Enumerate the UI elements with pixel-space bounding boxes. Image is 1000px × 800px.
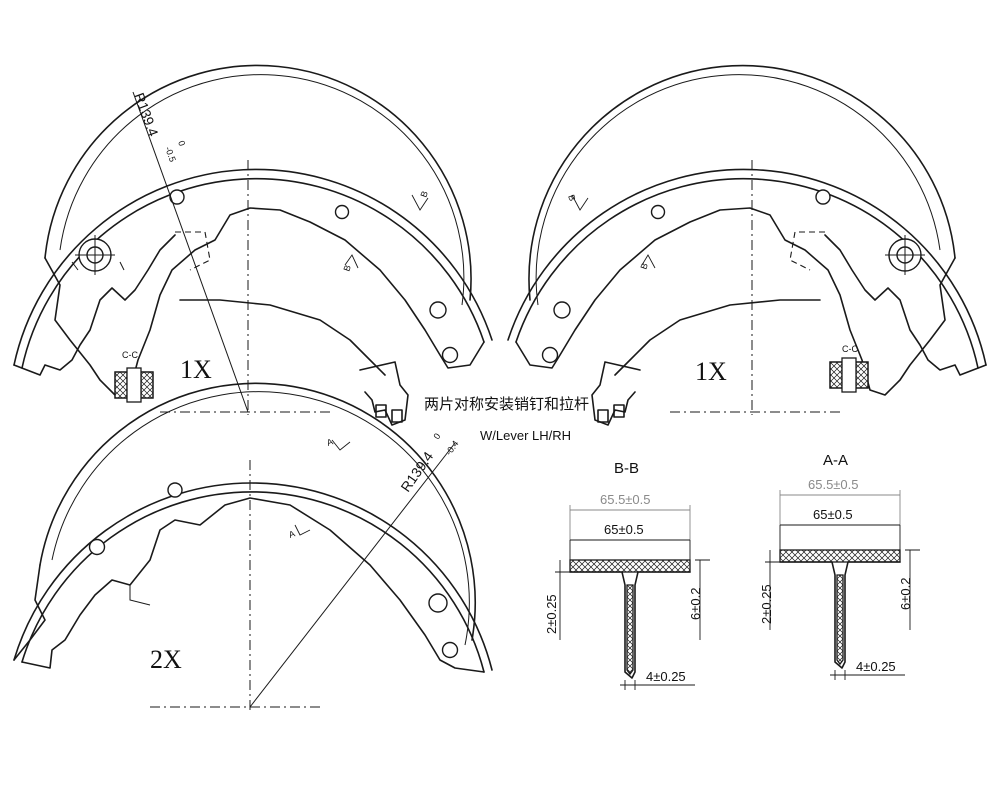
chinese-note: 两片对称安装销钉和拉杆 bbox=[424, 396, 589, 413]
bb-width-outer: 65.5±0.5 bbox=[600, 492, 651, 507]
radius-label-top-left: R139.4 bbox=[131, 91, 162, 139]
section-aa-title: A-A bbox=[823, 452, 848, 469]
qty-label-top-left: 1X bbox=[180, 355, 212, 384]
bb-web-thickness: 4±0.25 bbox=[646, 669, 686, 684]
aa-web-thickness: 4±0.25 bbox=[856, 659, 896, 674]
radius-tol-lower-bottom-left: -0.4 bbox=[443, 439, 460, 457]
section-aa bbox=[765, 490, 920, 680]
radius-tol-upper-bottom-left: 0 bbox=[431, 431, 442, 441]
shoe-bottom-left bbox=[13, 382, 493, 710]
bb-width-inner: 65±0.5 bbox=[604, 522, 644, 537]
lever-note: W/Lever LH/RH bbox=[480, 428, 571, 443]
section-bb bbox=[555, 505, 710, 690]
bb-lining-thickness: 6±0.2 bbox=[688, 588, 703, 620]
section-cc-label-right: C-C bbox=[842, 344, 858, 354]
aa-width-inner: 65±0.5 bbox=[813, 507, 853, 522]
shoe-top-right bbox=[507, 64, 987, 426]
radius-tol-lower-top-left: -0.5 bbox=[163, 145, 178, 163]
arrow-b-label-1-left: B bbox=[418, 190, 429, 199]
qty-label-bottom-left: 2X bbox=[150, 645, 182, 674]
bb-web-height: 2±0.25 bbox=[544, 594, 559, 634]
arrow-b-label-2-left: B bbox=[341, 264, 352, 273]
arrow-b-label-1-right: B bbox=[566, 193, 577, 202]
section-bb-title: B-B bbox=[614, 460, 639, 477]
qty-label-top-right: 1X bbox=[695, 357, 727, 386]
arrow-b-label-2-right: B bbox=[638, 262, 649, 271]
shoe-top-left bbox=[13, 64, 493, 426]
aa-lining-thickness: 6±0.2 bbox=[898, 578, 913, 610]
section-cc-label-left: C-C bbox=[122, 350, 138, 360]
aa-web-height: 2±0.25 bbox=[759, 584, 774, 624]
radius-tol-upper-top-left: 0 bbox=[176, 139, 187, 147]
radius-label-bottom-left: R139.4 bbox=[397, 448, 436, 494]
arrow-a-label-2: A bbox=[287, 528, 296, 539]
aa-width-outer: 65.5±0.5 bbox=[808, 477, 859, 492]
arrow-a-label-1: A bbox=[325, 436, 334, 447]
